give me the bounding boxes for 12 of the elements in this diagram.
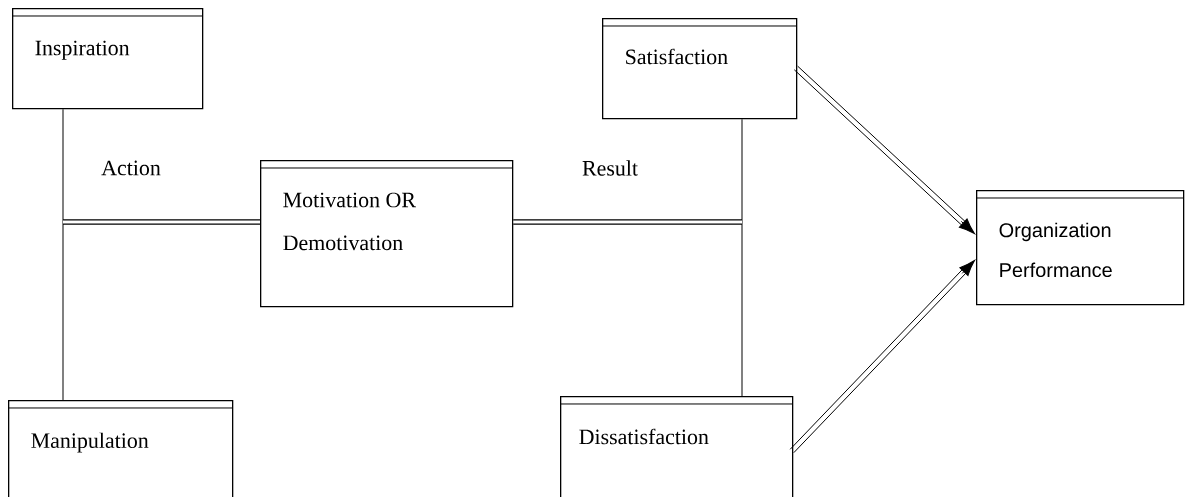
- process-box: Satisfaction: [601, 18, 798, 120]
- connector: [793, 65, 975, 235]
- process-box: Dissatisfaction: [559, 396, 794, 497]
- process-box: Motivation OR Demotivation: [259, 160, 514, 308]
- process-box: Manipulation: [7, 400, 234, 497]
- edge-label: Result: [581, 159, 639, 177]
- process-box: Organization Performance: [975, 190, 1185, 306]
- connector: [513, 219, 743, 397]
- edge-label: Action: [100, 159, 162, 177]
- process-box: Inspiration: [11, 8, 204, 110]
- connector: [789, 260, 976, 454]
- connector: [62, 219, 260, 401]
